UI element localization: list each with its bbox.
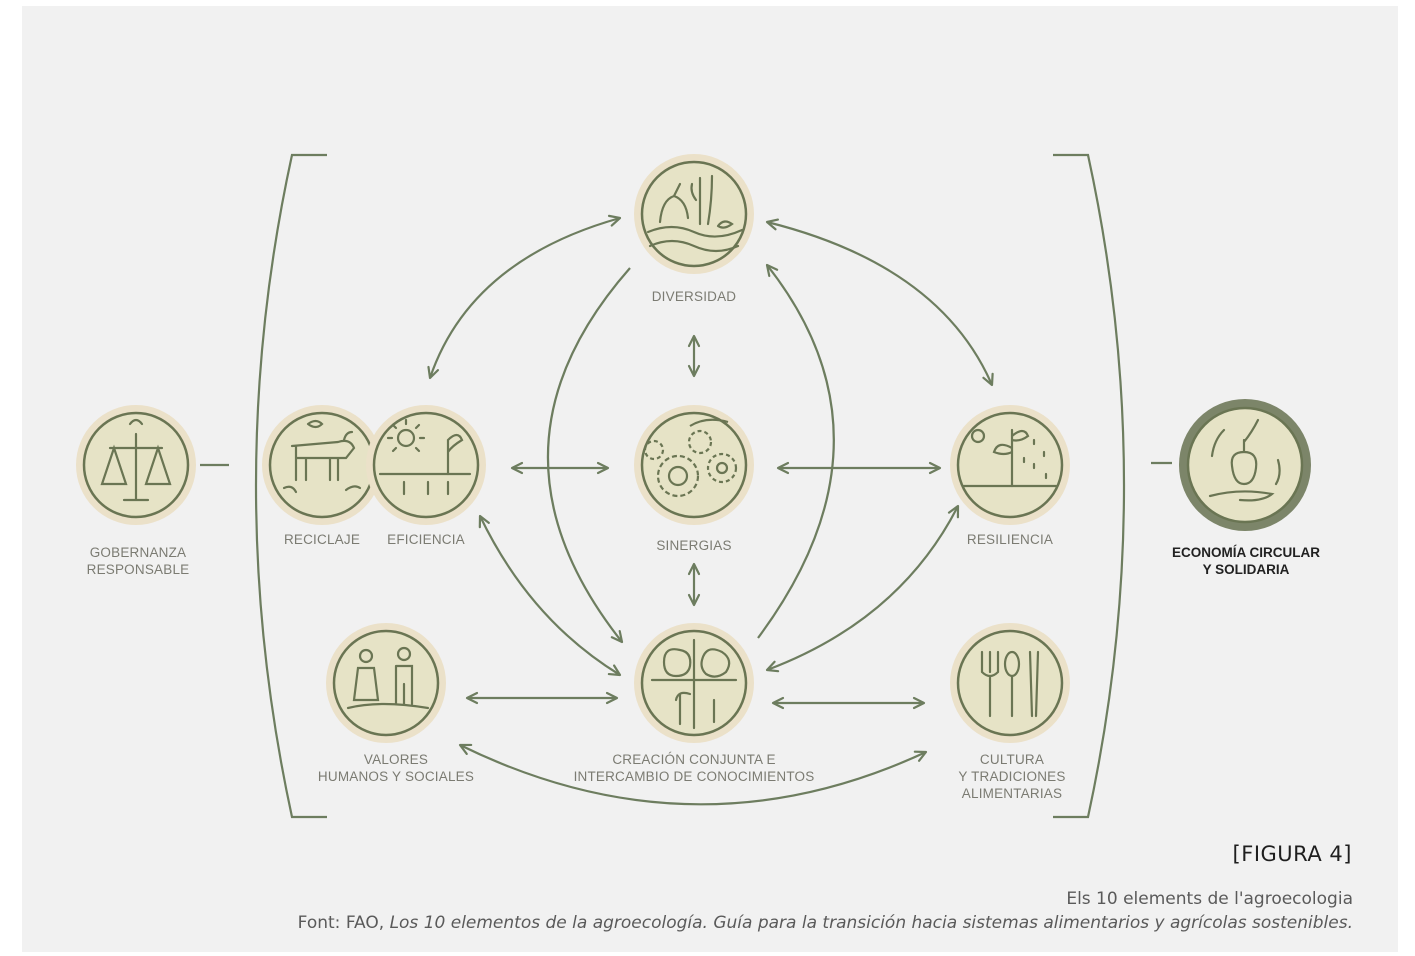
sinergias-badge (634, 405, 754, 525)
economia-badge (1179, 399, 1311, 531)
arrow-diversidad-creacion-left (546, 267, 631, 644)
left-bracket (254, 153, 327, 819)
cultura-badge (950, 623, 1070, 743)
people-icon (346, 646, 430, 710)
diversity-icon (646, 174, 744, 253)
label-economia-1: ECONOMÍA CIRCULAR (1172, 545, 1320, 560)
label-resiliencia: RESILIENCIA (967, 532, 1053, 547)
reciclaje-badge (262, 405, 382, 525)
label-diversidad: DIVERSIDAD (652, 289, 737, 304)
arrow-creacion-diversidad-right (757, 263, 835, 639)
label-valores-2: HUMANOS Y SOCIALES (318, 769, 474, 784)
plant-rain-icon (962, 428, 1058, 488)
creacion-badge (634, 623, 754, 743)
gobernanza-badge (76, 405, 196, 525)
arrow-valores-cultura (458, 743, 928, 806)
cow-icon (282, 419, 362, 494)
label-eficiencia: EFICIENCIA (387, 532, 465, 547)
label-creacion-1: CREACIÓN CONJUNTA E (612, 752, 775, 767)
eficiencia-badge (366, 405, 486, 525)
seedling-sun-icon (378, 418, 472, 496)
arrow-creacion-resiliencia (765, 504, 960, 673)
label-gobernanza-2: RESPONSABLE (87, 562, 190, 577)
figure-source-prefix: Font: FAO, (297, 913, 390, 933)
valores-badge (326, 623, 446, 743)
gears-icon (643, 418, 738, 498)
label-economia-2: Y SOLIDARIA (1203, 562, 1290, 577)
arrow-eficiencia-creacion (478, 514, 622, 677)
label-gobernanza-1: GOBERNANZA (90, 545, 187, 560)
figure-number: [FIGURA 4] (1232, 842, 1352, 866)
label-reciclaje: RECICLAJE (284, 532, 360, 547)
label-cultura-3: ALIMENTARIAS (962, 786, 1062, 801)
label-cultura-2: Y TRADICIONES (958, 769, 1065, 784)
figure-source: Font: FAO, Los 10 elementos de la agroec… (298, 911, 1353, 935)
label-cultura-1: CULTURA (980, 752, 1044, 767)
trees-icon (650, 638, 738, 730)
apple-hand-icon (1208, 418, 1281, 502)
label-sinergias: SINERGIAS (656, 538, 731, 553)
resiliencia-badge (950, 405, 1070, 525)
figure-caption: Els 10 elements de l'agroecologia Font: … (298, 887, 1353, 935)
diversidad-badge (634, 154, 754, 274)
scales-icon (100, 418, 172, 502)
figure-source-title: Los 10 elementos de la agroecología. Guí… (389, 913, 1353, 933)
label-creacion-2: INTERCAMBIO DE CONOCIMIENTOS (574, 769, 815, 784)
right-bracket (1053, 153, 1126, 819)
figure-title: Els 10 elements de l'agroecologia (1066, 889, 1353, 909)
arrow-diversidad-resiliencia (765, 218, 994, 387)
utensils-icon (980, 650, 1040, 718)
label-valores-1: VALORES (364, 752, 428, 767)
arrow-diversidad-reciclaje (427, 214, 622, 380)
